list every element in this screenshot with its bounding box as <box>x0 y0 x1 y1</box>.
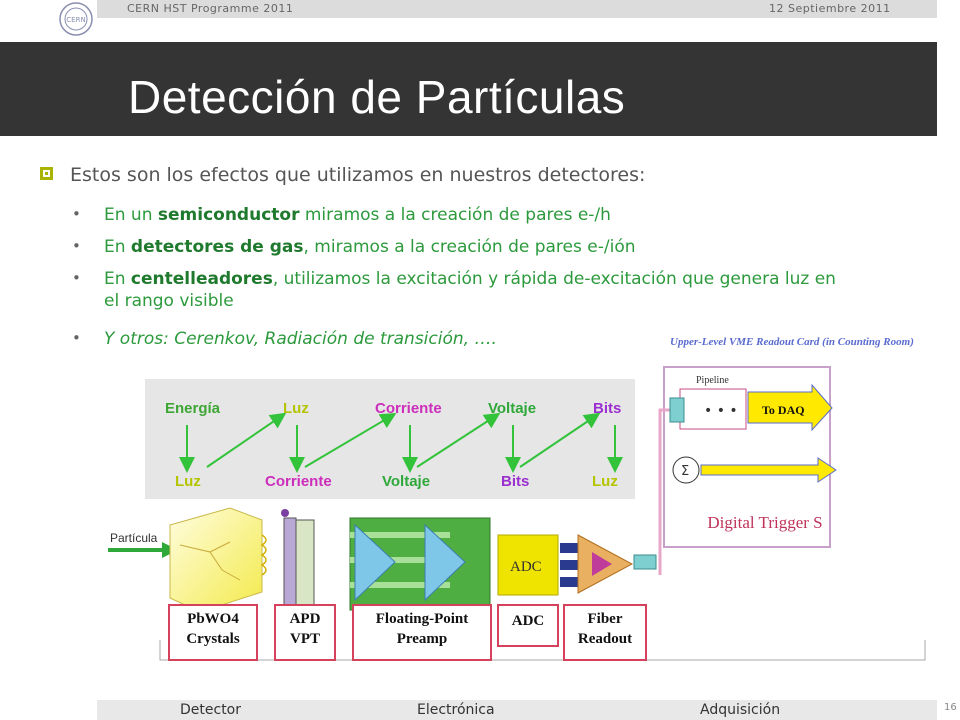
flow-top-luz: Luz <box>283 400 309 417</box>
flow-bottom-luz-2: Luz <box>592 473 618 490</box>
conversion-flow-diagram: Energía Luz Corriente Voltaje Bits Luz C… <box>145 379 635 499</box>
footer-adquisicion: Adquisición <box>700 702 781 718</box>
square-bullet-icon <box>40 167 53 180</box>
fiber-core <box>592 552 612 576</box>
footer-electronica: Electrónica <box>417 702 495 718</box>
svg-text:CERN: CERN <box>66 16 85 24</box>
title-bar: Detección de Partículas <box>0 42 937 136</box>
to-daq-arrow <box>747 383 833 432</box>
pipeline-box <box>679 388 747 430</box>
crystal-block <box>169 507 263 613</box>
link-connector <box>669 397 685 423</box>
header-strip: CERN HST Programme 2011 12 Septiembre 20… <box>97 0 937 18</box>
flow-top-voltaje: Voltaje <box>488 400 537 417</box>
flow-bottom-bits: Bits <box>501 473 530 490</box>
crystal-shower <box>179 541 241 581</box>
flow-diag-arrow <box>304 412 397 468</box>
preamp-triangle-2 <box>424 523 466 602</box>
preamp-triangle-1 <box>354 523 396 602</box>
apd-block-2 <box>295 519 315 609</box>
apd-block <box>283 517 297 611</box>
vme-title: Upper-Level VME Readout Card (in Countin… <box>670 336 914 348</box>
particle-label: Partícula <box>110 531 158 545</box>
flow-top-corriente: Corriente <box>375 400 442 417</box>
adc-bus <box>560 560 578 570</box>
adc-bus <box>560 543 578 553</box>
digital-trigger-label: Digital Trigger S <box>707 513 822 532</box>
chain-bracket <box>159 640 926 661</box>
date-label: 12 Septiembre 2011 <box>769 2 891 15</box>
pipeline-dots: • • • <box>704 403 738 419</box>
bullet-dot-icon: • <box>72 237 81 255</box>
page-title: Detección de Partículas <box>128 71 626 123</box>
flow-bottom-voltaje: Voltaje <box>382 473 431 490</box>
detector-chain-diagram: Upper-Level VME Readout Card (in Countin… <box>108 336 926 661</box>
trigger-arrow <box>700 457 837 483</box>
to-daq-label: To DAQ <box>762 403 805 417</box>
footer-panel: Detector Electrónica Adquisición <box>97 700 937 720</box>
fiber-connector <box>633 554 657 570</box>
programme-label: CERN HST Programme 2011 <box>127 2 294 15</box>
flow-top-energia: Energía <box>165 400 221 417</box>
bullet-dot-icon: • <box>72 205 81 223</box>
adc-block <box>497 534 559 596</box>
flow-diag-arrow <box>416 412 501 468</box>
flow-bottom-luz: Luz <box>175 473 201 490</box>
footer-detector: Detector <box>180 702 242 718</box>
flow-diag-arrow <box>206 412 287 468</box>
flow-arrow-group <box>179 412 623 473</box>
flow-top-bits: Bits <box>593 400 622 417</box>
cern-logo-icon: CERN <box>59 2 93 36</box>
bullet-dot-icon: • <box>72 269 81 287</box>
flow-bottom-corriente: Corriente <box>265 473 332 490</box>
intro-text: Estos son los efectos que utilizamos en … <box>70 164 646 186</box>
adc-block-label: ADC <box>510 559 542 575</box>
pipeline-label: Pipeline <box>696 375 729 386</box>
apd-pin <box>281 509 289 517</box>
label-adc: ADC <box>497 604 559 647</box>
light-wave <box>260 534 267 576</box>
sigma-circle <box>672 456 700 484</box>
flow-diag-arrow <box>519 412 601 468</box>
bullet-dot-icon: • <box>72 329 81 347</box>
page-number: 16 <box>944 702 957 713</box>
flow-arrows <box>179 412 623 473</box>
sigma-icon: Σ <box>681 464 689 479</box>
adc-bus <box>560 577 578 587</box>
